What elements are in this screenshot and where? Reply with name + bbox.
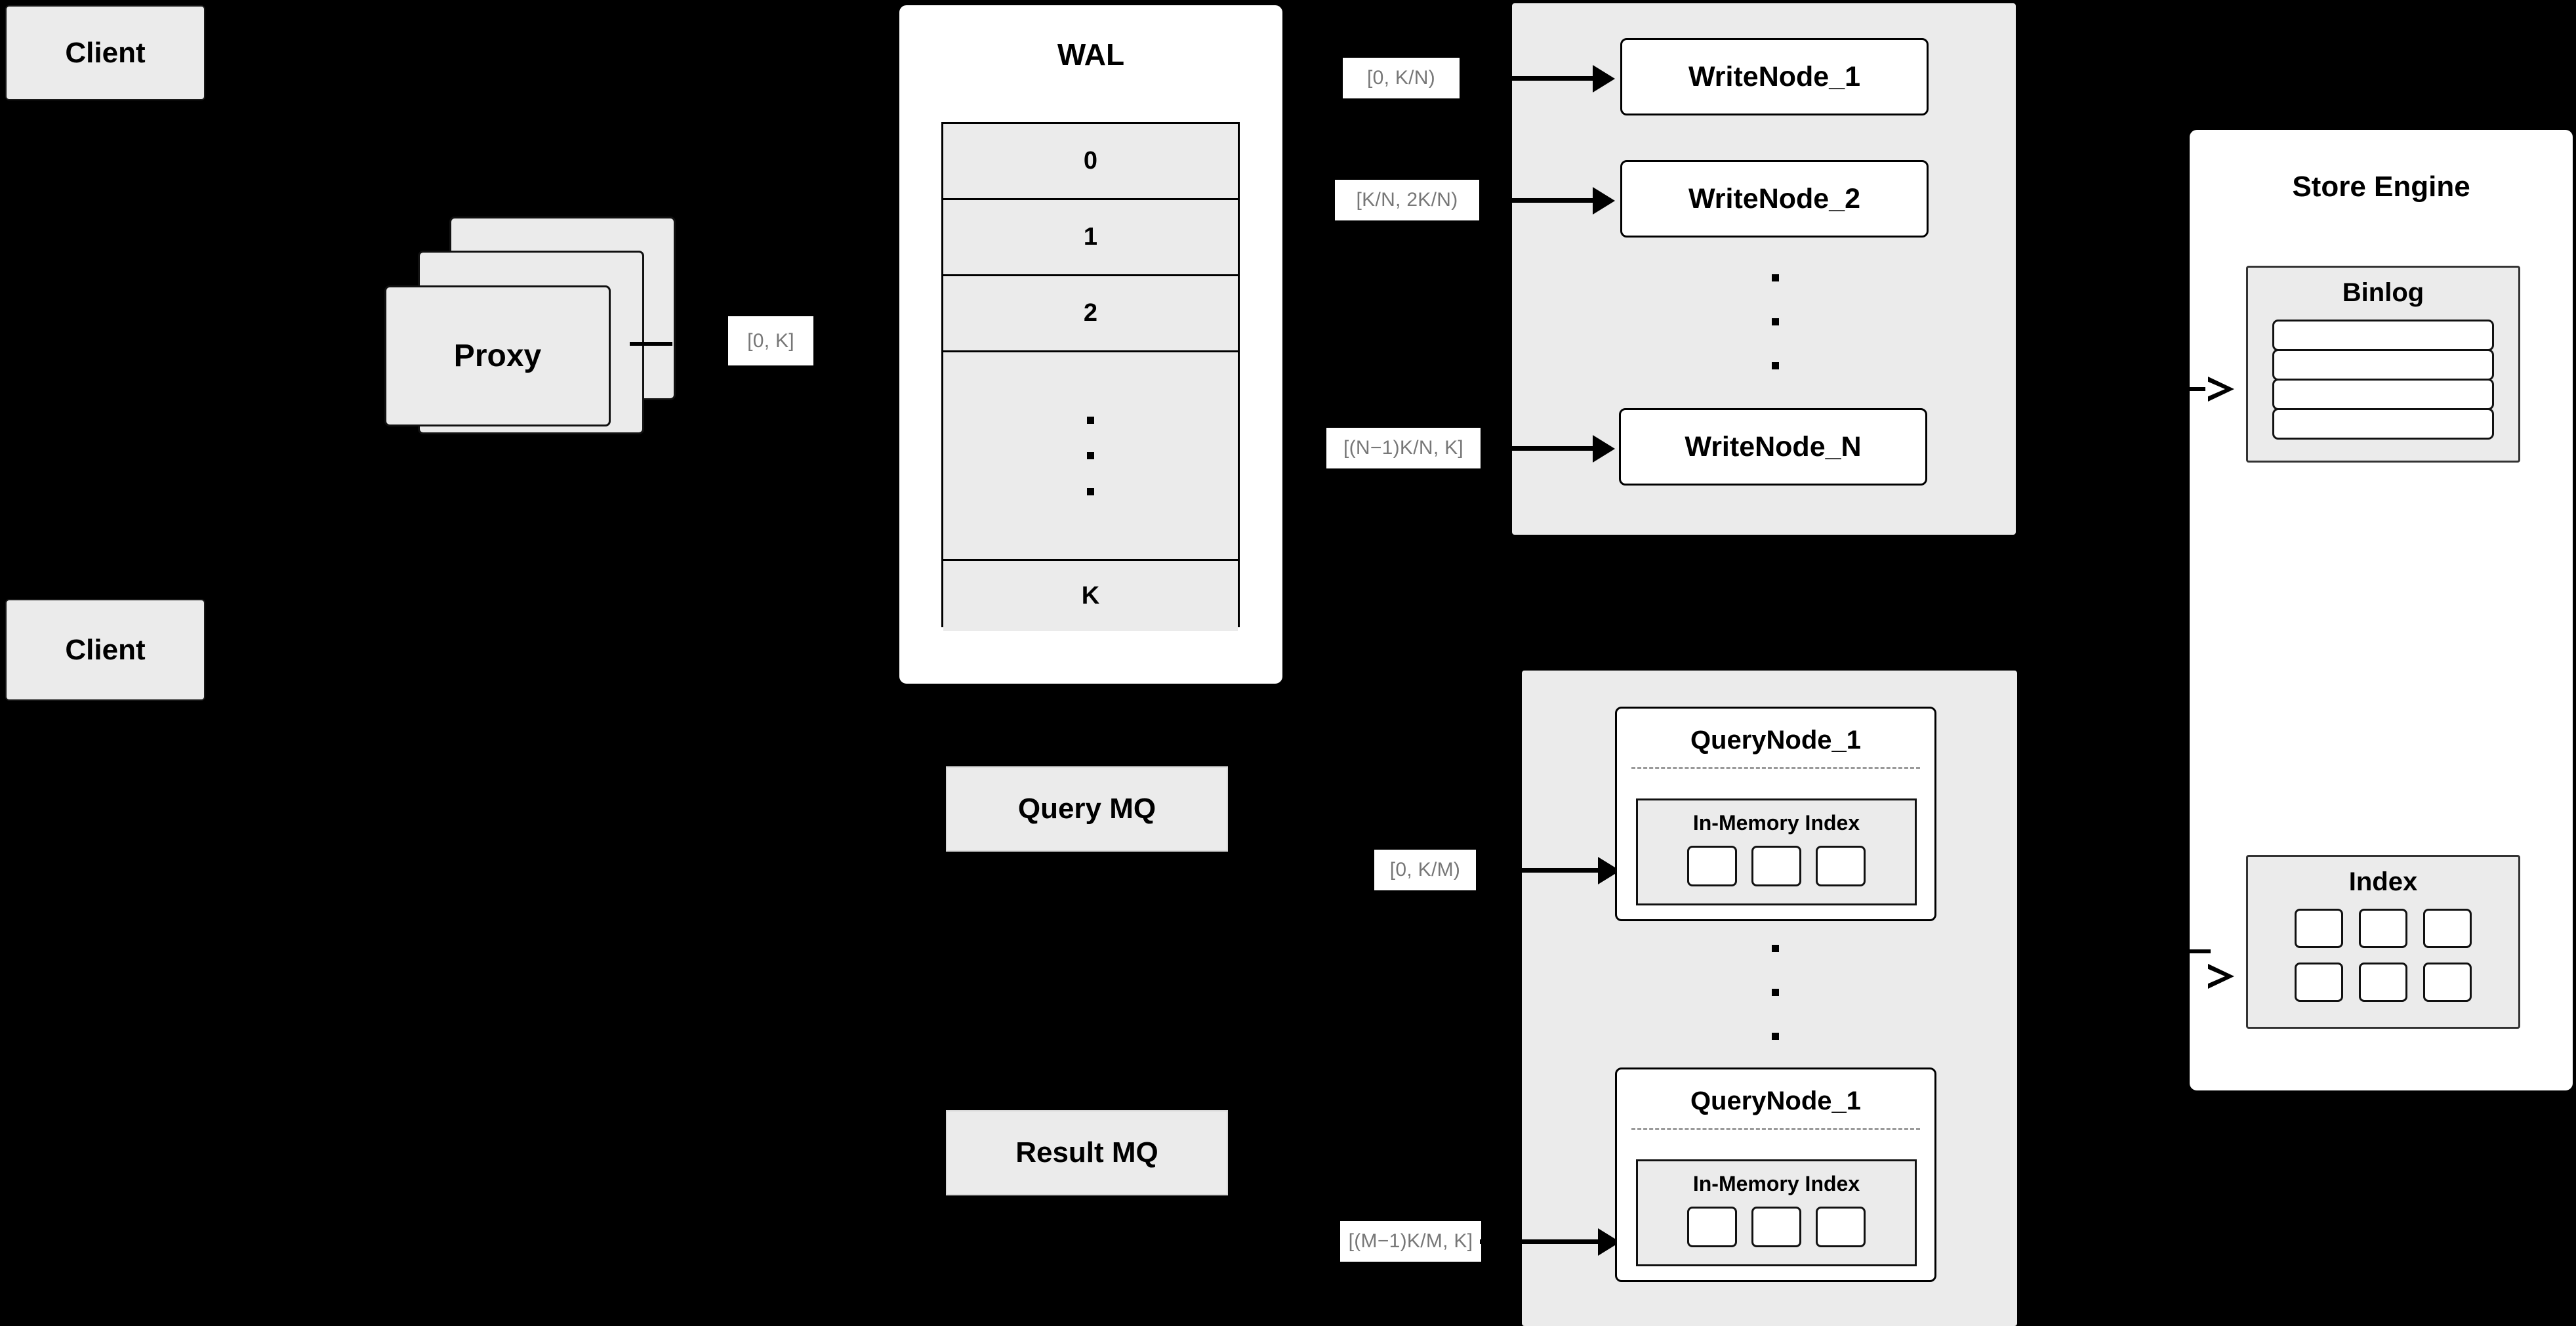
index-cell <box>2423 909 2472 948</box>
index-cell <box>2359 909 2407 948</box>
query-node-separator <box>1631 1128 1920 1130</box>
query-node-title: QueryNode_1 <box>1690 1087 1862 1115</box>
index-cell <box>2359 963 2407 1002</box>
index-cell <box>1687 846 1737 886</box>
query-node-title: QueryNode_1 <box>1690 726 1862 755</box>
write-range-text: [K/N, 2K/N) <box>1356 189 1458 211</box>
query-range-text: [(M−1)K/M, K] <box>1348 1230 1473 1252</box>
wal-title: WAL <box>1057 37 1125 72</box>
write-arrow-line-2 <box>1488 198 1594 203</box>
index-cell <box>2295 909 2343 948</box>
query-range-label-2: [(M−1)K/M, K] <box>1340 1221 1481 1262</box>
write-node-label: WriteNode_N <box>1685 430 1862 463</box>
result-mq-box[interactable]: Result MQ <box>946 1110 1228 1195</box>
query-mq-label: Query MQ <box>1017 793 1156 825</box>
write-group-ellipsis-icon <box>1771 274 1779 369</box>
index-cell <box>1687 1207 1737 1247</box>
in-memory-index-title: In-Memory Index <box>1692 811 1860 835</box>
in-memory-index-title: In-Memory Index <box>1692 1172 1860 1195</box>
proxy-box[interactable]: Proxy <box>384 285 611 426</box>
binlog-title: Binlog <box>2342 278 2424 307</box>
write-arrow-line-1 <box>1473 76 1594 81</box>
write-arrow-line-3 <box>1489 446 1594 451</box>
write-arrow-head-2 <box>1593 187 1615 215</box>
index-cell <box>2423 963 2472 1002</box>
index-arrow-head <box>2205 964 2234 989</box>
query-node-2[interactable]: QueryNode_1 In-Memory Index <box>1615 1067 1936 1282</box>
query-mq-box[interactable]: Query MQ <box>946 766 1228 852</box>
in-memory-index-box-2: In-Memory Index <box>1636 1159 1917 1266</box>
binlog-arrow-head <box>2205 377 2234 402</box>
binlog-box: Binlog <box>2246 266 2520 463</box>
query-group-ellipsis-icon <box>1771 945 1779 1040</box>
query-node-1[interactable]: QueryNode_1 In-Memory Index <box>1615 707 1936 921</box>
result-mq-label: Result MQ <box>1015 1136 1158 1169</box>
proxy-range-text: [0, K] <box>747 329 794 352</box>
wal-table: 0 1 2 K <box>941 122 1240 631</box>
in-memory-index-box-1: In-Memory Index <box>1636 798 1917 905</box>
store-engine-panel: Store Engine Binlog Index <box>2188 128 2575 1092</box>
index-box: Index <box>2246 855 2520 1029</box>
client-label: Client <box>65 633 146 666</box>
query-arrow-line-2 <box>1480 1239 1599 1244</box>
store-engine-title: Store Engine <box>2292 171 2470 203</box>
write-arrow-head-1 <box>1593 65 1615 93</box>
query-arrow-line-1 <box>1481 868 1599 873</box>
query-range-text: [0, K/M) <box>1389 859 1461 881</box>
write-range-label-3: [(N−1)K/N, K] <box>1326 428 1481 468</box>
client-box-1[interactable]: Client <box>5 5 205 100</box>
wal-panel: WAL 0 1 2 K <box>897 3 1284 686</box>
write-range-text: [0, K/N) <box>1366 67 1436 89</box>
write-range-text: [(N−1)K/N, K] <box>1343 437 1464 459</box>
wal-row: K <box>943 561 1238 631</box>
proxy-range-label: [0, K] <box>728 316 813 365</box>
proxy-connector-line <box>630 342 672 346</box>
index-arrow-line <box>2177 949 2211 953</box>
wal-row: 0 <box>943 124 1238 200</box>
binlog-bar <box>2272 408 2494 440</box>
index-cell <box>2295 963 2343 1002</box>
write-node-3[interactable]: WriteNode_N <box>1619 408 1927 486</box>
query-node-separator <box>1631 767 1920 769</box>
index-cell <box>1751 846 1801 886</box>
binlog-bar <box>2272 320 2494 351</box>
write-range-label-2: [K/N, 2K/N) <box>1335 180 1479 220</box>
index-cell <box>1816 1207 1866 1247</box>
write-node-1[interactable]: WriteNode_1 <box>1620 38 1929 115</box>
index-title: Index <box>2348 867 2418 896</box>
write-node-label: WriteNode_1 <box>1688 60 1861 93</box>
wal-row: 1 <box>943 200 1238 276</box>
client-label: Client <box>65 36 146 69</box>
wal-row: 2 <box>943 276 1238 352</box>
binlog-bar <box>2272 379 2494 410</box>
write-arrow-head-3 <box>1593 435 1615 463</box>
wal-ellipsis-icon <box>1087 416 1094 495</box>
index-cell <box>1816 846 1866 886</box>
binlog-arrow-line <box>2177 387 2211 391</box>
query-range-label-1: [0, K/M) <box>1374 850 1476 890</box>
write-range-label-1: [0, K/N) <box>1343 58 1460 98</box>
binlog-bar <box>2272 349 2494 381</box>
write-node-2[interactable]: WriteNode_2 <box>1620 160 1929 238</box>
wal-row-ellipsis <box>943 352 1238 561</box>
index-cell <box>1751 1207 1801 1247</box>
write-node-label: WriteNode_2 <box>1688 182 1861 215</box>
proxy-label: Proxy <box>453 339 542 373</box>
client-box-2[interactable]: Client <box>5 599 205 701</box>
